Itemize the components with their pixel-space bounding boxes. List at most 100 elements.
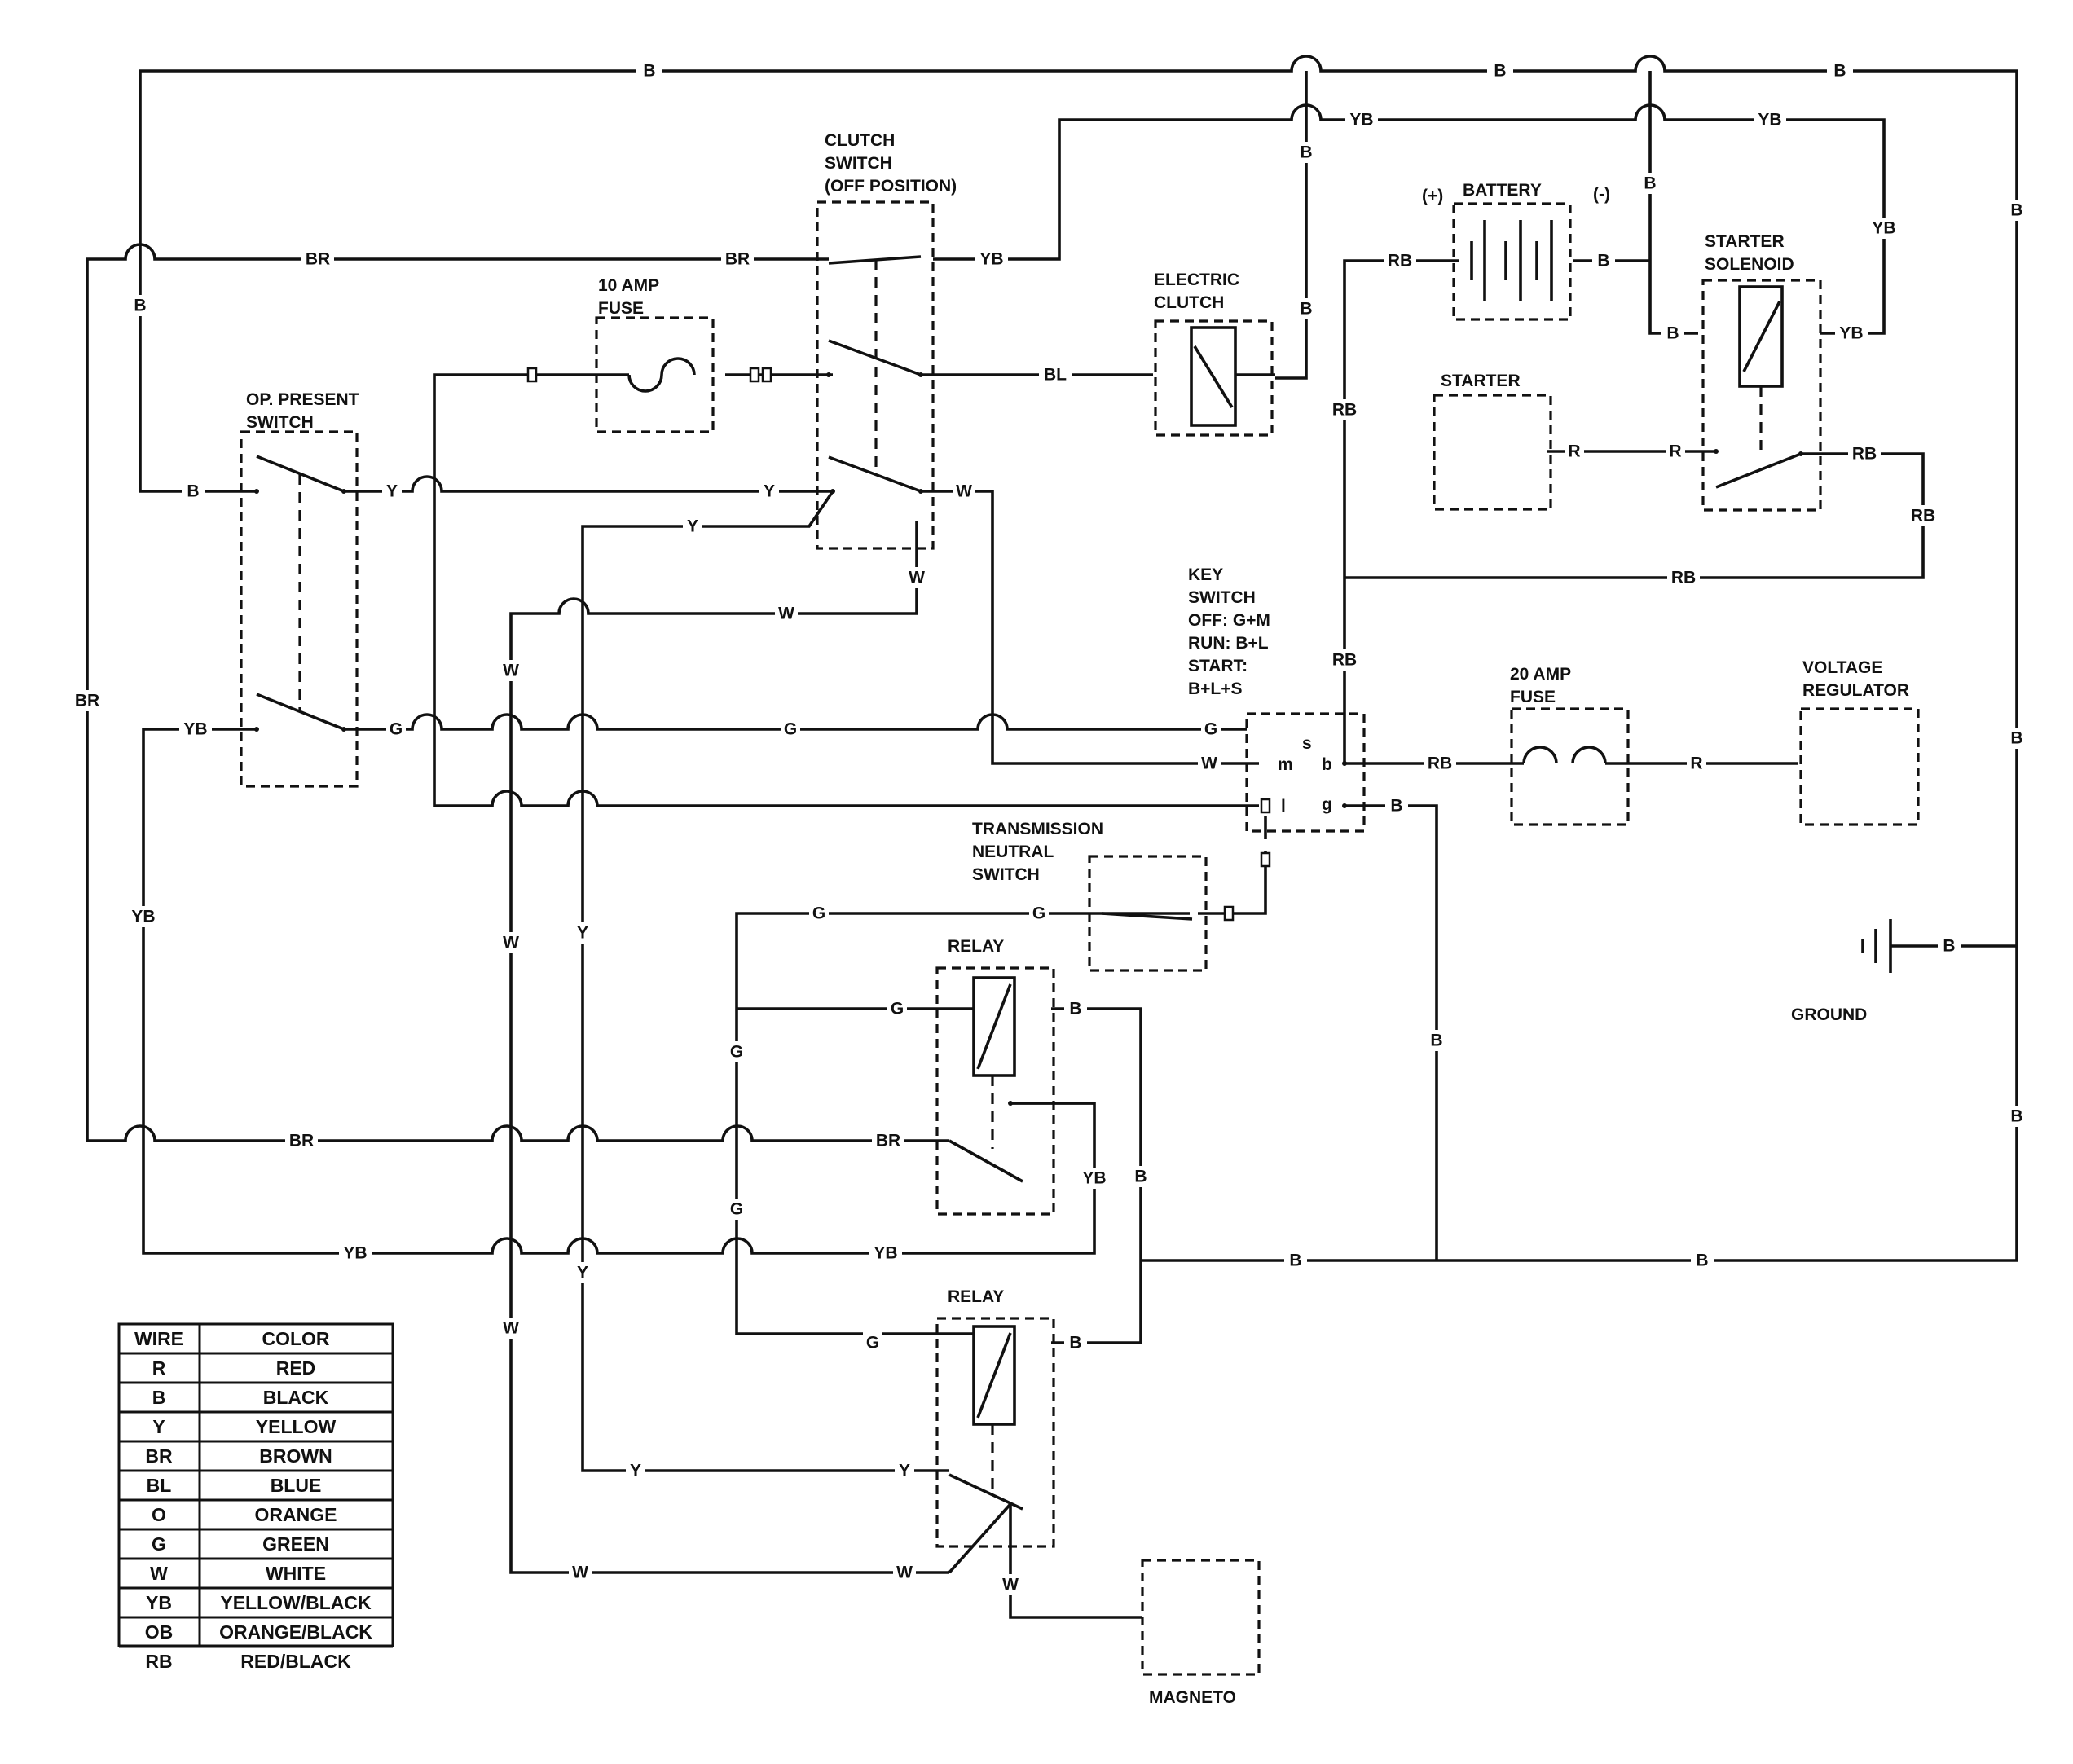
legend-color-name: BLUE	[271, 1475, 322, 1496]
wire-label-b: B	[1300, 143, 1312, 162]
legend-wire-code: YB	[146, 1592, 172, 1613]
wire-label-yb: YB	[979, 250, 1003, 269]
wire-label-r: R	[1669, 442, 1681, 461]
transmission-label-3: SWITCH	[972, 865, 1040, 884]
op-present-switch	[240, 430, 359, 788]
key-terminal-l: l	[1281, 797, 1286, 816]
component-titles: CLUTCH SWITCH (OFF POSITION) 10 AMP FUSE…	[246, 131, 1909, 1707]
wire-label-y: Y	[577, 924, 588, 943]
magneto-label: MAGNETO	[1149, 1688, 1236, 1707]
wire-label-rb: RB	[1388, 252, 1412, 271]
legend-wire-code: W	[150, 1563, 168, 1584]
wire-label-b: B	[2010, 1107, 2022, 1126]
legend-color-name: BLACK	[263, 1387, 329, 1408]
legend-wire-code: BL	[147, 1475, 172, 1496]
battery-neg-label: (-)	[1593, 185, 1610, 204]
wire-label-yb: YB	[131, 908, 155, 926]
fuse-20-label-1: 20 AMP	[1510, 665, 1571, 684]
wire-label-b: B	[1696, 1252, 1708, 1270]
wire-label-g: G	[1032, 904, 1045, 923]
wire-label-w: W	[503, 934, 519, 952]
wire-label-yb: YB	[1082, 1169, 1106, 1188]
wire-label-b: B	[1069, 1000, 1081, 1018]
legend-wire-code: G	[152, 1533, 166, 1555]
wire-label-b: B	[187, 482, 199, 501]
key-terminal-m: m	[1278, 755, 1293, 774]
legend-color-name: BROWN	[259, 1445, 332, 1467]
relay-2-label: RELAY	[948, 1287, 1004, 1306]
wire-label-b: B	[1069, 1334, 1081, 1353]
legend-color-name: YELLOW/BLACK	[220, 1592, 372, 1613]
key-terminal-g: g	[1322, 795, 1332, 814]
wire-label-w: W	[909, 569, 925, 587]
wire-label-br: BR	[75, 692, 99, 710]
solenoid-label-1: STARTER	[1705, 232, 1785, 251]
wire-label-w: W	[1002, 1576, 1019, 1595]
wire-label-yb: YB	[1872, 219, 1895, 238]
wire-label-b: B	[2010, 729, 2022, 748]
legend-wire-code: OB	[145, 1621, 174, 1643]
wire-label-yb: YB	[874, 1244, 897, 1263]
wire-label-g: G	[730, 1200, 743, 1219]
fuse-10-label-1: 10 AMP	[598, 276, 659, 295]
transmission-label-1: TRANSMISSION	[972, 820, 1103, 838]
legend-color-name: WHITE	[266, 1563, 326, 1584]
wire-label-br: BR	[289, 1132, 314, 1150]
legend-color-name: RED	[276, 1357, 316, 1379]
wire-label-rb: RB	[1428, 754, 1452, 773]
wire-label-g: G	[1204, 720, 1217, 739]
legend-color-name: GREEN	[262, 1533, 329, 1555]
legend-wire-code: BR	[145, 1445, 173, 1467]
wire-label-b: B	[1134, 1168, 1147, 1186]
wire-label-r: R	[1690, 754, 1702, 773]
wire-label-w: W	[1201, 754, 1217, 773]
wire-label-b: B	[134, 297, 146, 315]
wire-label-rb: RB	[1332, 651, 1357, 670]
legend-color-name: YELLOW	[256, 1416, 337, 1437]
key-switch-label-4: RUN: B+L	[1188, 634, 1269, 653]
wire-label-b: B	[1390, 797, 1402, 816]
wire-label-r: R	[1568, 442, 1580, 461]
op-switch-label-2: SWITCH	[246, 413, 314, 432]
legend-wire-code: Y	[152, 1416, 165, 1437]
wire-label-rb: RB	[1332, 401, 1357, 420]
clutch-switch	[816, 200, 935, 550]
clutch-switch-label-1: CLUTCH	[825, 131, 895, 150]
relay-1-label: RELAY	[948, 937, 1004, 956]
key-switch-label-6: B+L+S	[1188, 680, 1243, 698]
wire-label-y: Y	[899, 1462, 910, 1480]
electric-clutch	[1154, 319, 1274, 437]
wire-label-g: G	[812, 904, 825, 923]
wire-label-w: W	[503, 1319, 519, 1338]
fuse-20-label-2: FUSE	[1510, 688, 1556, 706]
wire-label-b: B	[2010, 201, 2022, 220]
wire-label-w: W	[778, 605, 794, 623]
legend-color-name: ORANGE/BLACK	[219, 1621, 372, 1643]
fuse-10-amp	[526, 316, 772, 433]
transmission-label-2: NEUTRAL	[972, 842, 1054, 861]
regulator-label-2: REGULATOR	[1802, 681, 1909, 700]
relay-1	[935, 966, 1055, 1216]
magneto-box	[1141, 1559, 1261, 1676]
op-switch-label-1: OP. PRESENT	[246, 390, 359, 409]
wire-label-y: Y	[687, 517, 698, 536]
legend-wire-code: RB	[145, 1651, 172, 1672]
wire-label-w: W	[956, 482, 972, 501]
wire-label-b: B	[1289, 1252, 1301, 1270]
wire-label-b: B	[643, 62, 655, 81]
wire-label-b: B	[1430, 1032, 1442, 1050]
wire-label-g: G	[730, 1043, 743, 1062]
key-terminal-b: b	[1322, 755, 1332, 774]
legend-header-color: COLOR	[262, 1328, 329, 1349]
wire-label-br: BR	[306, 250, 330, 269]
ground-label: GROUND	[1791, 1005, 1867, 1024]
battery-pos-label: (+)	[1422, 187, 1443, 205]
wire-label-yb: YB	[1349, 111, 1373, 130]
wire-label-w: W	[896, 1564, 913, 1582]
wire-labels: B B B YB YB B B B YB BR BR YB RB B B B B…	[71, 60, 2028, 1595]
starter-label: STARTER	[1441, 372, 1521, 390]
voltage-regulator	[1799, 707, 1920, 826]
